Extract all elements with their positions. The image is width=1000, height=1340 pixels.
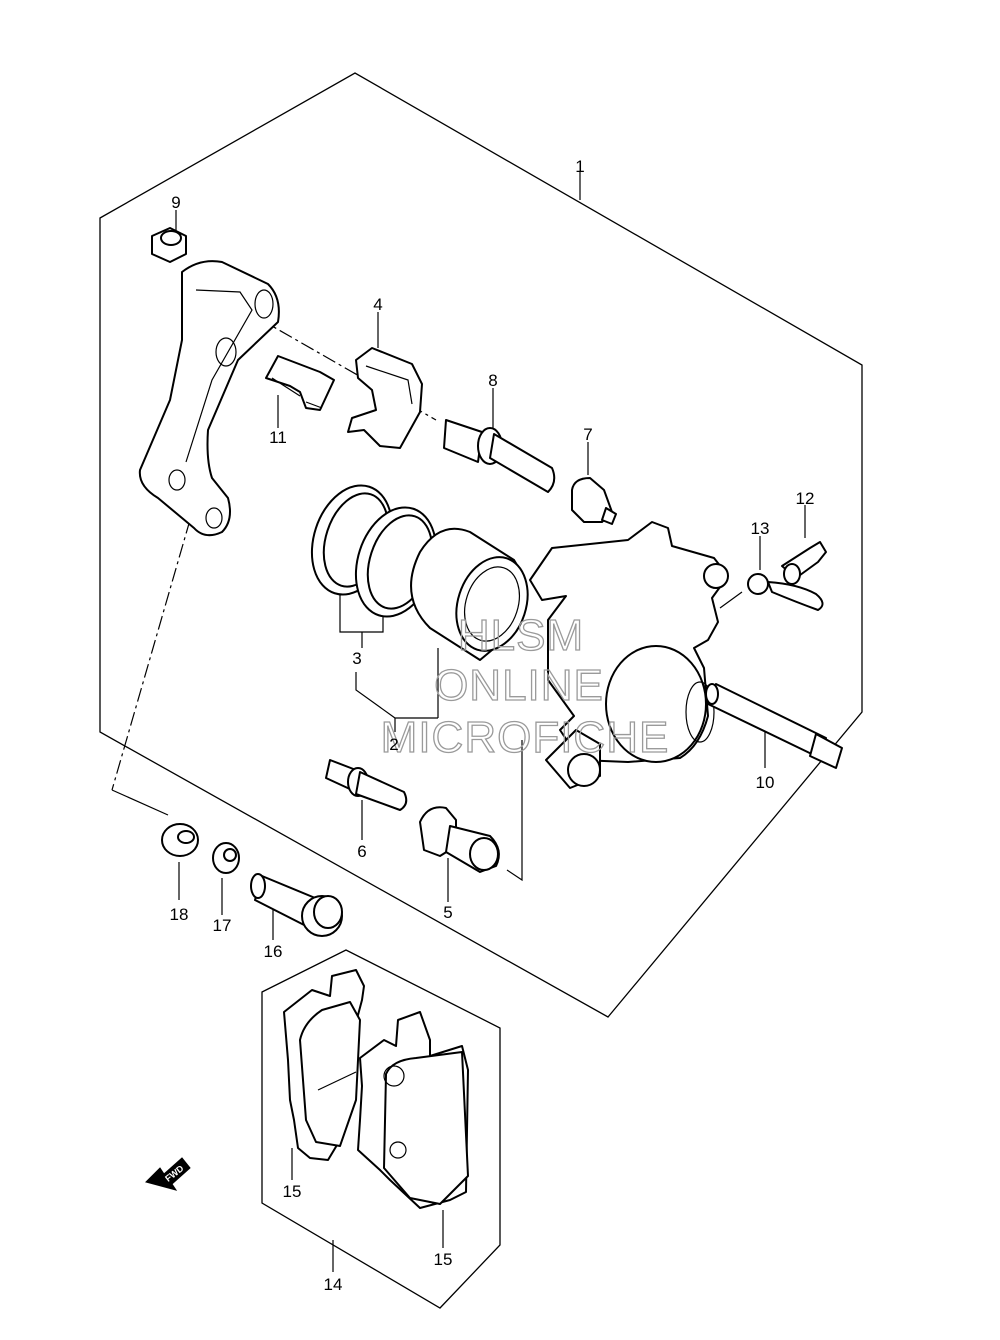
fwd-arrow-icon: FWD [145,1157,191,1191]
callout-2: 2 [389,735,398,754]
part-caliper-body [529,521,729,789]
callout-1: 1 [575,157,584,176]
part-7-boot [571,477,617,525]
part-12-bleeder-screw [781,541,827,585]
callout-labels: 1 2 3 4 5 6 7 8 9 10 11 12 13 14 15 15 1… [170,157,815,1294]
callout-13: 13 [751,519,770,538]
callout-10: 10 [756,773,775,792]
part-13-cap [747,573,824,611]
callout-6: 6 [357,842,366,861]
part-18-washer [161,823,199,857]
part-5-boot [419,806,500,873]
assembly-outline-caliper [99,72,863,1018]
callout-5: 5 [443,903,452,922]
assembly-outline-pad-set [261,949,501,1309]
part-10-bolt [705,683,843,769]
callout-8: 8 [488,371,497,390]
part-4-pad-retainer [347,347,423,449]
callout-15-left: 15 [283,1182,302,1201]
callout-17: 17 [213,916,232,935]
part-9-nut [151,227,187,263]
watermark-line-3: MICROFICHE [381,713,670,762]
callout-18: 18 [170,905,189,924]
callout-3: 3 [352,649,361,668]
part-bracket [138,260,280,537]
callout-7: 7 [583,425,592,444]
part-15-pad-left [283,969,365,1161]
part-6-slide-pin [325,759,408,811]
leader-lines [111,172,806,1272]
part-15-pad-right [357,1011,469,1209]
callout-15-right: 15 [434,1250,453,1269]
part-17-lock-washer [212,842,240,874]
callout-9: 9 [171,193,180,212]
callout-4: 4 [373,295,382,314]
callout-14: 14 [324,1275,343,1294]
part-8-slide-pin [443,419,556,493]
callout-11: 11 [269,428,287,447]
part-11-pad-spring [265,355,335,411]
part-16-bolt [250,873,343,937]
callout-16: 16 [264,942,283,961]
watermark: HLSM ONLINE MICROFICHE [380,610,670,762]
callout-12: 12 [796,489,815,508]
part-2-piston [410,527,529,661]
watermark-line-1: HLSM [458,611,584,660]
watermark-line-2: ONLINE [434,661,604,710]
